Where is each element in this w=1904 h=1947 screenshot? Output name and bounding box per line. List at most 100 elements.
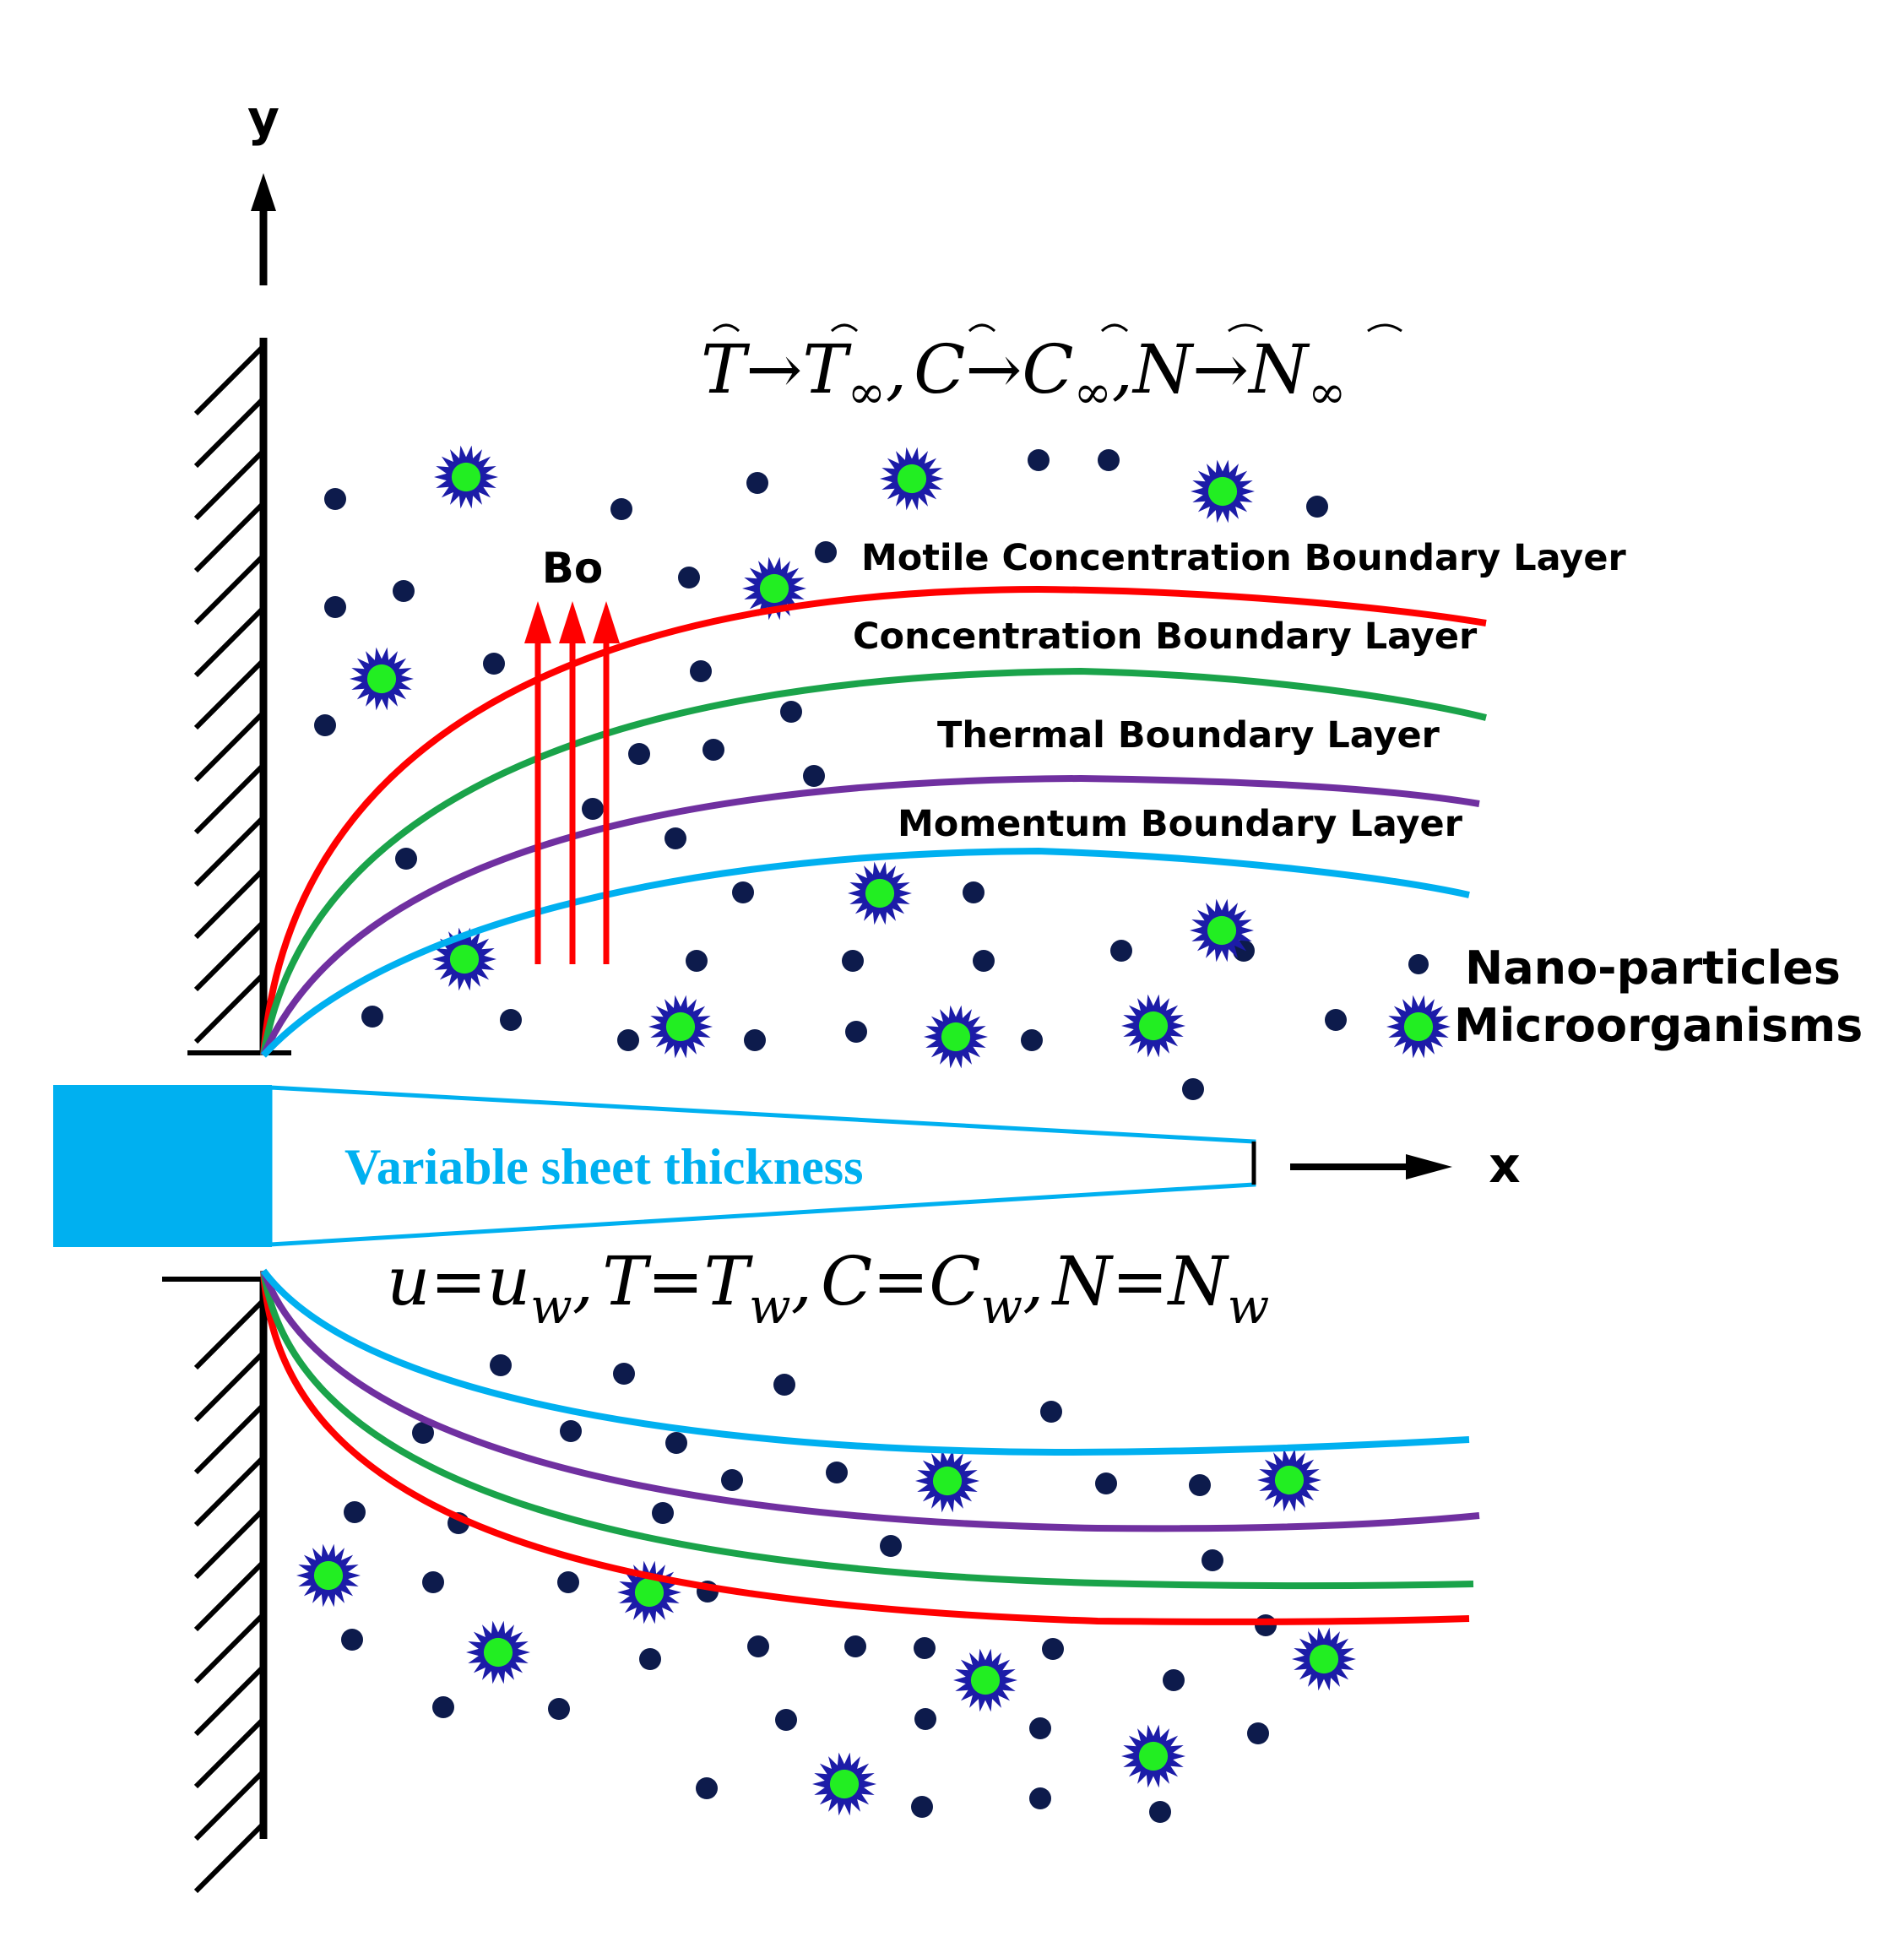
microorganism	[1386, 995, 1451, 1059]
nano-particle	[639, 1648, 661, 1670]
y-axis-arrowhead	[251, 173, 276, 211]
wc-eq-1: =	[431, 1242, 487, 1321]
ff-C-inf: C	[1022, 330, 1073, 409]
bo-arrow-head	[559, 601, 586, 643]
hat-C	[968, 323, 996, 333]
wall-conditions: u=uw,T=Tw,C=Cw,N=Nw	[387, 1242, 1269, 1335]
sheet-label: Variable sheet thickness	[344, 1139, 863, 1195]
microorganism	[1292, 1627, 1356, 1691]
microorganism	[1191, 459, 1255, 523]
microorganism	[1121, 1724, 1185, 1788]
concentration-layer-upper	[260, 667, 1487, 1056]
bo-arrows	[524, 601, 620, 964]
wc-uw: u	[487, 1242, 531, 1321]
wc-sub-1: w	[530, 1277, 572, 1335]
nano-particle	[702, 739, 724, 761]
nano-particle	[721, 1469, 743, 1491]
wc-sub-4: w	[1228, 1277, 1270, 1335]
x-axis-arrowhead	[1406, 1154, 1452, 1180]
nano-particle	[732, 881, 754, 903]
microorganism	[953, 1648, 1017, 1712]
hatch-line	[193, 1455, 266, 1527]
legend-micro-label: Microorganisms	[1454, 999, 1863, 1052]
nano-particle	[665, 827, 686, 849]
far-field-conditions: T→T∞,C→C∞,N→N∞	[701, 323, 1402, 419]
sheet-block	[53, 1085, 272, 1247]
nano-particle	[914, 1637, 936, 1659]
nano-particle	[548, 1698, 570, 1720]
microorganism	[296, 1543, 361, 1608]
momentum-layer-lower	[260, 1268, 1470, 1456]
nano-particle	[911, 1796, 933, 1818]
thermal-layer-upper	[260, 774, 1480, 1057]
label-concentration: Concentration Boundary Layer	[853, 616, 1478, 658]
hat-N-inf	[1367, 323, 1402, 333]
hatch-line	[193, 919, 266, 992]
nano-particle	[652, 1502, 674, 1524]
nano-particle	[490, 1354, 512, 1376]
hatch-line	[193, 1402, 266, 1475]
microorganism	[648, 995, 713, 1059]
nano-particle	[880, 1535, 902, 1557]
wc-sub-2: w	[749, 1277, 791, 1335]
ff-arrow-1: →	[746, 330, 802, 409]
magnetic-field: Bo	[524, 544, 620, 964]
wc-Tw: T	[704, 1242, 754, 1321]
nano-particle	[815, 541, 837, 563]
legend-nano-label: Nano-particles	[1465, 941, 1841, 995]
nano-particle	[845, 1021, 867, 1043]
nano-particle	[1042, 1638, 1064, 1660]
microorganism	[848, 861, 912, 925]
hatch-line	[193, 1821, 266, 1894]
wc-eq-3: =	[872, 1242, 929, 1321]
hatch-line	[193, 762, 266, 835]
wc-T: T	[602, 1242, 652, 1321]
momentum-layer-upper	[261, 847, 1470, 1058]
hatch-line	[193, 344, 266, 416]
nano-particle	[1247, 1722, 1269, 1744]
nano-particle	[1255, 1614, 1277, 1636]
microorganism	[466, 1620, 530, 1684]
nano-particle	[344, 1501, 366, 1523]
wc-C: C	[821, 1242, 872, 1321]
nano-particle	[1021, 1029, 1043, 1051]
hatch-line	[193, 448, 266, 521]
wall	[162, 338, 291, 1894]
microorganism	[880, 447, 944, 511]
hatch-line	[193, 1507, 266, 1580]
hatch-line	[193, 396, 266, 469]
wc-sub-3: w	[981, 1277, 1023, 1335]
ff-comma-1: ,	[886, 330, 907, 409]
label-thermal: Thermal Boundary Layer	[937, 714, 1440, 757]
nano-particle	[483, 653, 505, 675]
hatch-line	[193, 1769, 266, 1841]
nano-particle	[361, 1006, 383, 1028]
nano-particle	[747, 1635, 769, 1657]
hatch-line	[193, 658, 266, 730]
nano-particle	[803, 765, 825, 787]
nano-particle	[914, 1708, 936, 1730]
nano-particle	[842, 950, 864, 972]
nano-particle	[1040, 1401, 1062, 1423]
nano-particle	[826, 1462, 848, 1483]
nano-particle	[610, 498, 632, 520]
hatch-line	[193, 710, 266, 783]
wc-N: N	[1051, 1242, 1115, 1321]
nano-particle	[582, 798, 604, 820]
nano-particle	[324, 488, 346, 510]
nano-particle	[1149, 1801, 1171, 1823]
nano-particle	[500, 1009, 522, 1031]
nano-particle	[773, 1374, 795, 1396]
wc-comma-1: ,	[572, 1242, 594, 1321]
nano-particle	[844, 1635, 866, 1657]
nano-particle	[686, 950, 708, 972]
nano-particle	[557, 1571, 579, 1593]
ff-T: T	[701, 330, 751, 409]
microorganism	[924, 1005, 988, 1069]
nano-particle	[341, 1629, 363, 1651]
x-axis-label: x	[1489, 1136, 1520, 1194]
hatch-line	[193, 815, 266, 887]
hatch-line	[193, 605, 266, 678]
nano-particle	[1182, 1078, 1204, 1100]
nano-particle	[1029, 1717, 1051, 1739]
